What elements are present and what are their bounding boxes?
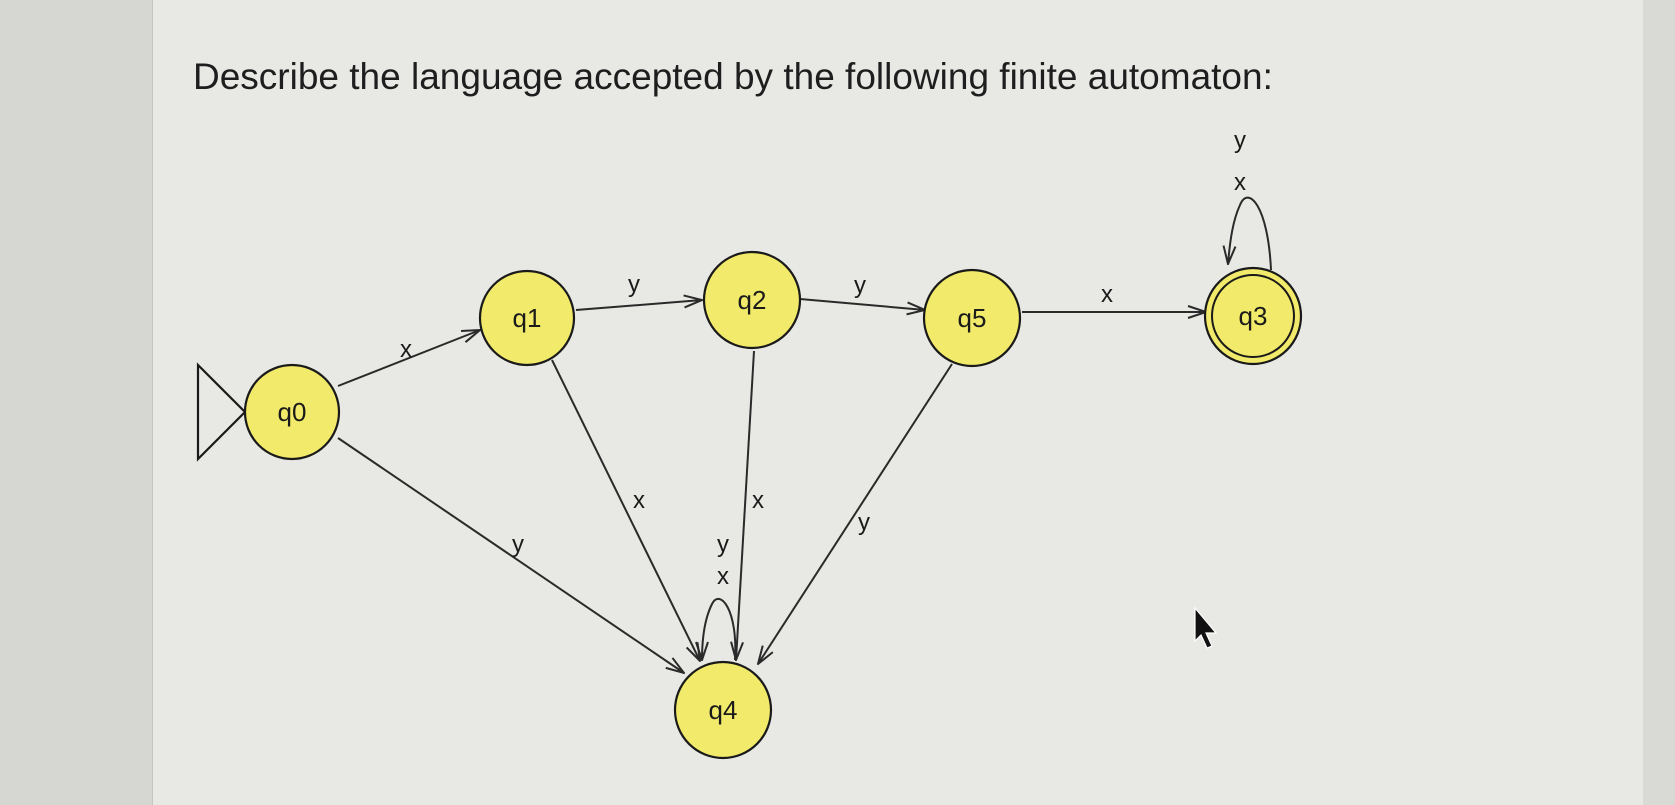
transition-label: x [400, 336, 412, 363]
question-panel [152, 0, 1644, 805]
state-q2: q2 [702, 250, 802, 350]
self-loop-q3: y x [1228, 127, 1272, 271]
transition-label: y [512, 531, 524, 558]
loop-label-bottom: x [1234, 169, 1246, 196]
loop-label-bottom: x [717, 563, 729, 590]
state-q1: q1 [478, 269, 576, 367]
transition-q2-q5: y [799, 272, 925, 310]
transition-q2-q4: x [736, 350, 764, 660]
transition-q0-q1: x [337, 330, 480, 387]
transition-label: y [854, 272, 866, 299]
state-q0: q0 [243, 363, 341, 461]
left-margin [0, 0, 152, 805]
loop-label-top: y [717, 531, 729, 558]
state-label: q1 [513, 303, 542, 333]
loop-label-top: y [1234, 127, 1246, 154]
mouse-cursor-icon [1194, 606, 1218, 649]
transition-label: x [1101, 281, 1113, 308]
state-q5: q5 [922, 268, 1022, 368]
state-label: q2 [738, 285, 767, 315]
transition-q1-q4: x [551, 359, 700, 661]
transition-label: y [858, 509, 870, 536]
transition-label: x [633, 487, 645, 514]
start-state-marker [196, 362, 247, 462]
state-label: q4 [709, 695, 738, 725]
state-label: q0 [278, 397, 307, 427]
right-margin [1643, 0, 1675, 805]
state-q3-accepting: q3 [1203, 266, 1303, 366]
question-text: Describe the language accepted by the fo… [193, 56, 1273, 97]
transition-label: x [752, 487, 764, 514]
transition-label: y [628, 271, 640, 298]
transition-q0-q4: y [337, 437, 684, 673]
state-label: q5 [958, 303, 987, 333]
state-label: q3 [1239, 301, 1268, 331]
transition-q5-q4: y [758, 363, 953, 664]
transition-q5-q3: x [1022, 281, 1206, 312]
self-loop-q4: y x [702, 531, 737, 660]
transition-q1-q2: y [575, 271, 702, 311]
state-q4: q4 [673, 660, 773, 760]
